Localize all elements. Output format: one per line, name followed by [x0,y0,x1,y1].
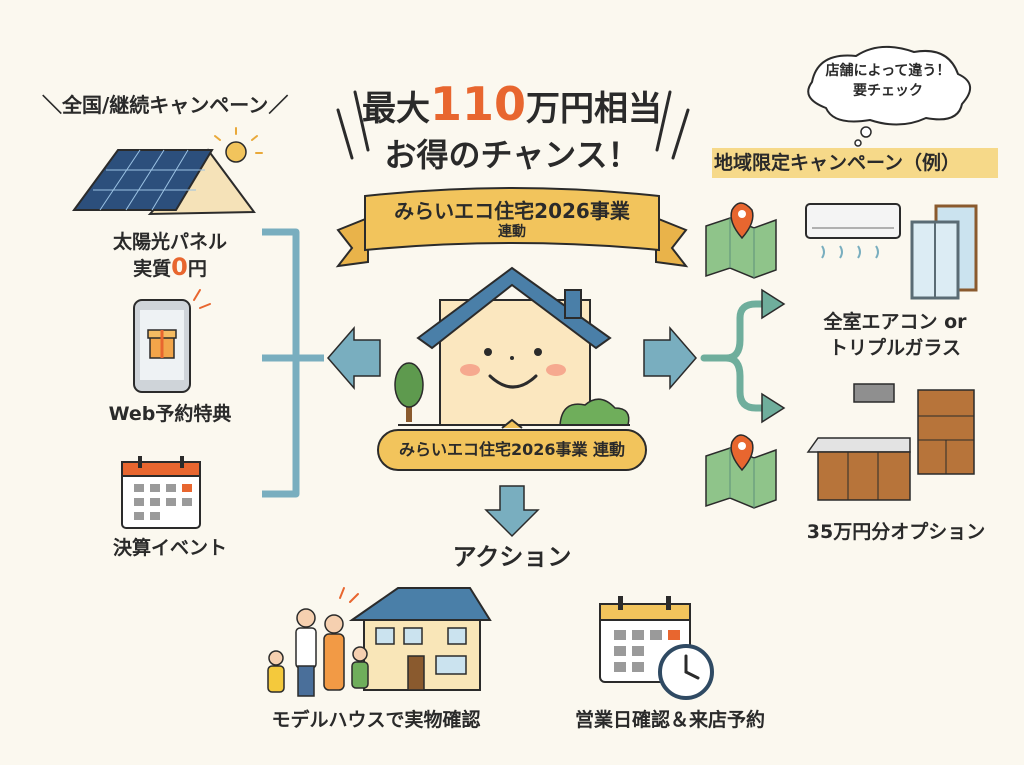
arrow-left [327,325,381,391]
action-item-reservation: 営業日確認＆来店予約 [574,709,765,731]
map-pin-icon-top [705,202,777,279]
right-item-option: 35万円分オプション [806,521,986,543]
solar-line2-prefix: 実質 [133,258,172,280]
action-item-model-house: モデルハウスで実物確認 [271,709,481,731]
headline-line2: お得のチャンス！ [384,136,640,174]
model-house-family-icon [267,587,492,697]
headline-amount: 110 [430,77,527,131]
left-title: ＼全国/継続キャンペーン／ [42,92,288,118]
arrow-right [643,325,697,391]
air-conditioner-icon [805,203,901,259]
bubble-line1: 店舗によって違う！ [825,63,951,79]
branch-arrowhead-top [761,288,786,320]
banner-line2: 連動 [498,224,526,240]
right-title: 地域限定キャンペーン（例） [714,152,961,174]
bubble-line2: 要チェック [853,83,923,99]
calendar-icon [121,456,201,529]
left-title-slash-close: ／ [268,93,289,117]
ribbon-banner [335,187,689,268]
calendar-clock-icon [599,596,714,700]
banner-line1: みらいエコ住宅2026事業 [394,199,630,223]
right-item-aircon-line2: トリプルガラス [828,337,962,359]
regional-title-highlight [712,148,998,178]
left-item-settlement: 決算イベント [112,537,227,559]
left-item-solar-line2: 実質0円 [80,254,260,282]
branch-arrowhead-bottom [761,392,786,424]
solar-line2-suffix: 円 [187,258,207,280]
left-item-solar-line1: 太陽光パネル [112,231,227,253]
right-item-aircon-line1: 全室エアコン or [823,311,967,333]
headline-line1: 最大110万円相当 [362,81,663,129]
left-bracket [262,228,324,498]
center-house-illustration [394,266,630,426]
solar-panel-icon [72,127,263,216]
house-tag-text: みらいエコ住宅2026事業 連動 [398,440,626,459]
map-pin-icon-bottom [705,434,777,509]
triple-glass-window-icon [910,204,978,300]
headline-spark-lines [336,90,690,160]
smartphone-gift-icon [133,289,211,393]
headline-prefix: 最大 [362,89,430,129]
right-branch-arrows [700,300,770,412]
left-title-text: 全国/継続キャンペーン [62,93,269,117]
thought-bubble [807,45,971,147]
left-item-web: Web予約特典 [108,403,232,425]
headline-suffix: 万円相当 [526,89,663,129]
left-title-slash-open: ＼ [42,93,62,117]
kitchen-option-icon [806,383,975,501]
solar-line2-number: 0 [171,253,188,281]
house-tag-pill [377,418,647,471]
action-title: アクション [452,543,572,571]
arrow-down [484,485,540,538]
